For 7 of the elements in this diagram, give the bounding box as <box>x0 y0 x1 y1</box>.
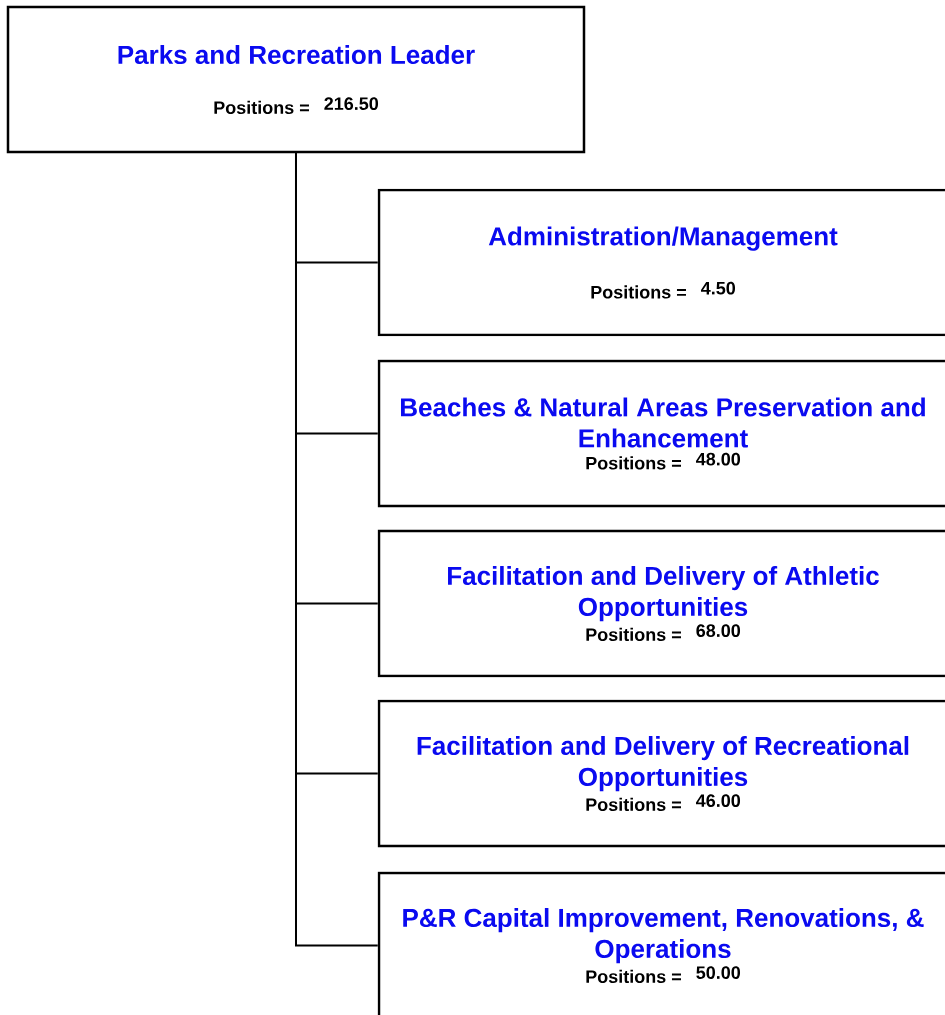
org-box: P&R Capital Improvement, Renovations, & Operations Positions = 50.00 <box>377 871 945 1015</box>
org-box: Parks and Recreation Leader Positions = 216.50 <box>6 5 586 154</box>
org-box: Beaches & Natural Areas Preservation and Enhancement Positions = 48.00 <box>377 359 945 508</box>
org-box: Administration/Management Positions = 4.50 <box>377 188 945 337</box>
org-box: Facilitation and Delivery of Recreational Opportunities Positions = 46.00 <box>377 699 945 848</box>
org-box: Facilitation and Delivery of Athletic Opportunities Positions = 68.00 <box>377 529 945 678</box>
connector-line <box>295 152 379 947</box>
